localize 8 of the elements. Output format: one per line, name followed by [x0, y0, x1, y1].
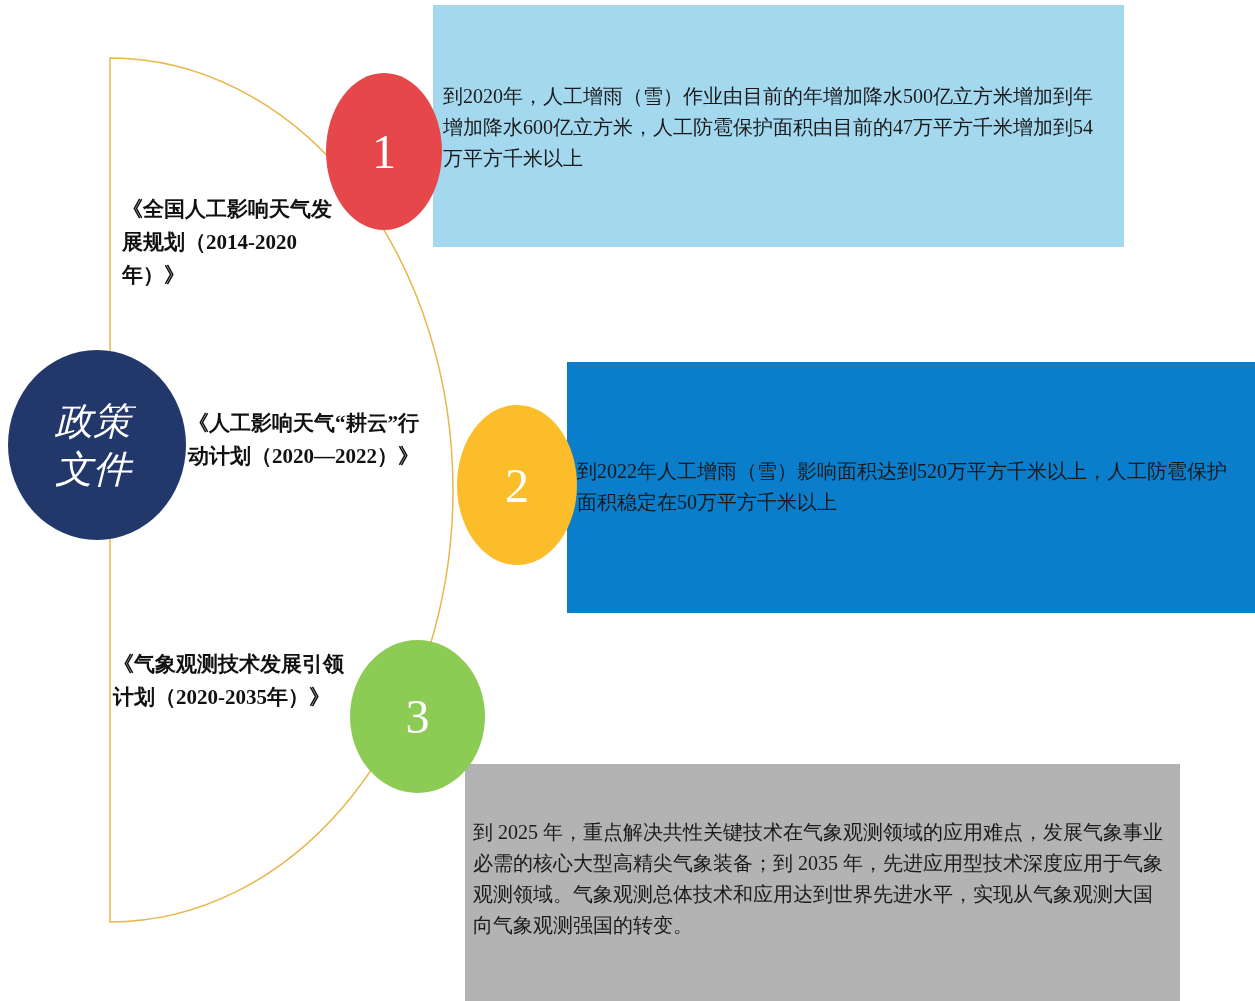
number-circle: 3: [350, 640, 485, 793]
document-title: 《人工影响天气“耕云”行动计划（2020—2022）》: [188, 410, 420, 470]
text-box: 到2022年人工增雨（雪）影响面积达到520万平方千米以上，人工防雹保护面积稳定在50万平方千米以上: [567, 362, 1255, 613]
text-box: 到2020年，人工增雨（雪）作业由目前的年增加降水500亿立方米增加到年增加降水600亿立方米，人工防雹保护面积由目前的47万平方千米增加到54万平方千米以上: [433, 5, 1124, 247]
number-circle: 2: [457, 405, 577, 565]
text-box: 到 2025 年，重点解决共性关键技术在气象观测领域的应用难点，发展气象事业必需的核心大型高精尖气象装备；到 2035 年，先进应用型技术深度应用于气象观测领域。气象观测总体技术和应用达到世界先进水平，实现从气象观测大国向气象观测强国的转变。: [465, 764, 1180, 1001]
document-title: 《气象观测技术发展引领计划（2020-2035年）》: [113, 651, 345, 711]
title-circle: 政策文件: [8, 350, 186, 540]
